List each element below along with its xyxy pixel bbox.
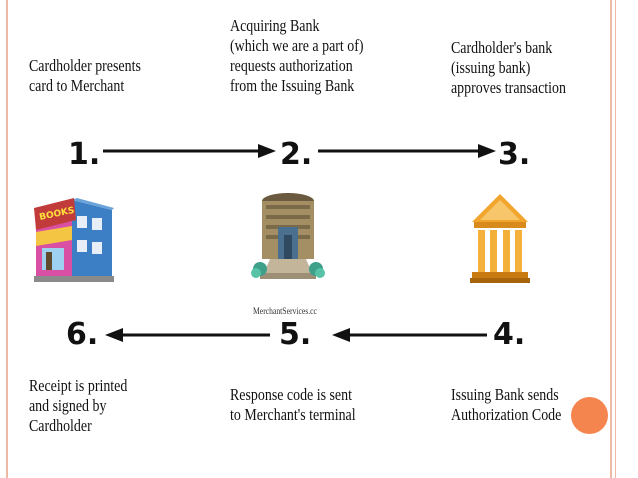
- step-4-number: 4.: [493, 317, 526, 352]
- store-icon: BOOKS: [34, 198, 114, 282]
- step-4-line-2: Authorization Code: [451, 405, 562, 424]
- arrow-2-to-3: [318, 144, 496, 158]
- step-3-number: 3.: [498, 137, 531, 172]
- decorative-orange-circle: [571, 397, 608, 434]
- step-3-description: Cardholder's bank (issuing bank) approve…: [451, 38, 566, 98]
- arrow-1-to-2: [103, 144, 276, 158]
- step-6-number: 6.: [66, 317, 99, 352]
- step-5-line-2: to Merchant's terminal: [230, 405, 356, 424]
- frame-line-left: [6, 0, 8, 478]
- step-2-line-3: requests authorization: [230, 56, 353, 75]
- step-1-number: 1.: [68, 137, 101, 172]
- image-credit: MerchantServices.cc: [253, 306, 317, 316]
- step-3-line-3: approves transaction: [451, 78, 566, 97]
- issuing-bank-icon: [470, 194, 530, 283]
- step-5-line-1: Response code is sent: [230, 385, 352, 404]
- frame-line-right-inner: [615, 0, 616, 478]
- step-4-line-1: Issuing Bank sends: [451, 385, 559, 404]
- arrow-5-to-6: [105, 328, 270, 342]
- frame-line-right: [610, 0, 612, 478]
- step-2-line-4: from the Issuing Bank: [230, 76, 355, 95]
- step-4-description: Issuing Bank sends Authorization Code: [451, 385, 561, 425]
- step-1-description: Cardholder presents card to Merchant: [29, 56, 141, 96]
- step-3-line-2: (issuing bank): [451, 58, 531, 77]
- step-5-description: Response code is sent to Merchant's term…: [230, 385, 356, 425]
- step-5-number: 5.: [279, 317, 312, 352]
- step-6-description: Receipt is printed and signed by Cardhol…: [29, 376, 127, 436]
- arrow-4-to-5: [332, 328, 487, 342]
- step-2-line-1: Acquiring Bank: [230, 16, 320, 35]
- step-3-line-1: Cardholder's bank: [451, 38, 553, 57]
- acquiring-bank-building-icon: [251, 193, 325, 279]
- step-2-number: 2.: [280, 137, 313, 172]
- step-1-line-2: card to Merchant: [29, 76, 125, 95]
- step-2-description: Acquiring Bank (which we are a part of) …: [230, 16, 364, 96]
- step-1-line-1: Cardholder presents: [29, 56, 141, 75]
- step-6-line-1: Receipt is printed: [29, 376, 128, 395]
- step-6-line-3: Cardholder: [29, 416, 92, 435]
- step-6-line-2: and signed by: [29, 396, 107, 415]
- step-2-line-2: (which we are a part of): [230, 36, 364, 55]
